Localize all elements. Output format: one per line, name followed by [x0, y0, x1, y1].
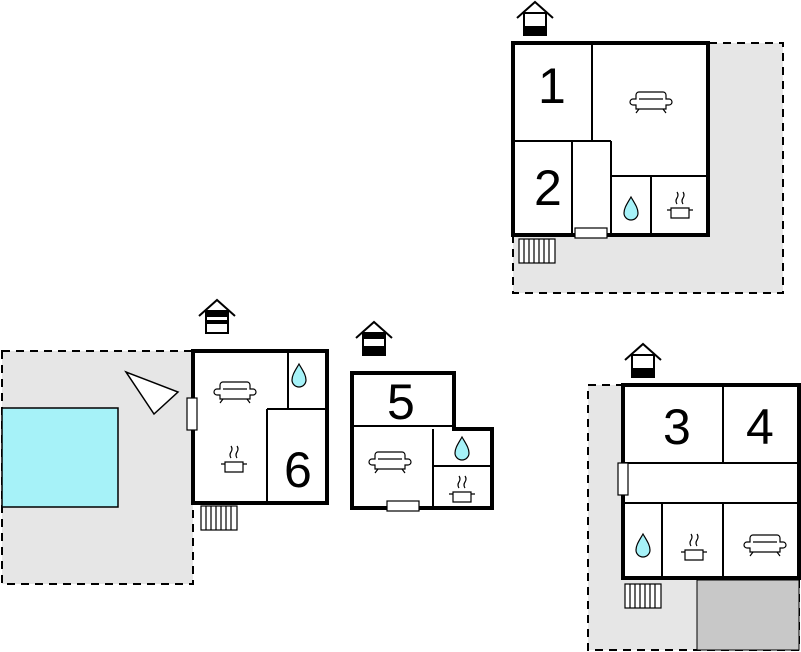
- room-number-6: 6: [284, 442, 312, 498]
- building-middle: 5: [350, 321, 494, 512]
- house-entrance-icon: [624, 343, 662, 378]
- window-icon: [386, 500, 420, 512]
- house-entrance-icon: [516, 1, 554, 36]
- pool: [1, 407, 119, 508]
- house-entrance-icon: [198, 299, 236, 334]
- radiator-icon: [200, 505, 238, 531]
- sunbed-icon: [124, 370, 180, 416]
- radiator-icon: [518, 238, 556, 264]
- interior-walls-middle: [352, 425, 492, 508]
- interior-walls-top-right: [513, 43, 708, 235]
- building-left: 6: [1, 299, 329, 585]
- room-number-3: 3: [663, 399, 691, 455]
- window-icon: [617, 462, 629, 496]
- radiator-icon: [624, 583, 662, 609]
- building-top-right: 1 2: [511, 1, 784, 294]
- interior-walls-bottom-right: [623, 385, 799, 578]
- room-number-5: 5: [387, 374, 415, 430]
- interior-walls-left: [266, 351, 327, 503]
- room-number-2: 2: [534, 160, 562, 216]
- room-number-1: 1: [538, 58, 566, 114]
- room-number-4: 4: [746, 399, 774, 455]
- parking-area: [696, 579, 800, 651]
- window-icon: [186, 397, 198, 431]
- window-icon: [574, 227, 608, 239]
- house-entrance-icon: [355, 321, 393, 356]
- building-bottom-right: 3 4: [587, 343, 801, 651]
- building-outline-middle: [350, 371, 494, 510]
